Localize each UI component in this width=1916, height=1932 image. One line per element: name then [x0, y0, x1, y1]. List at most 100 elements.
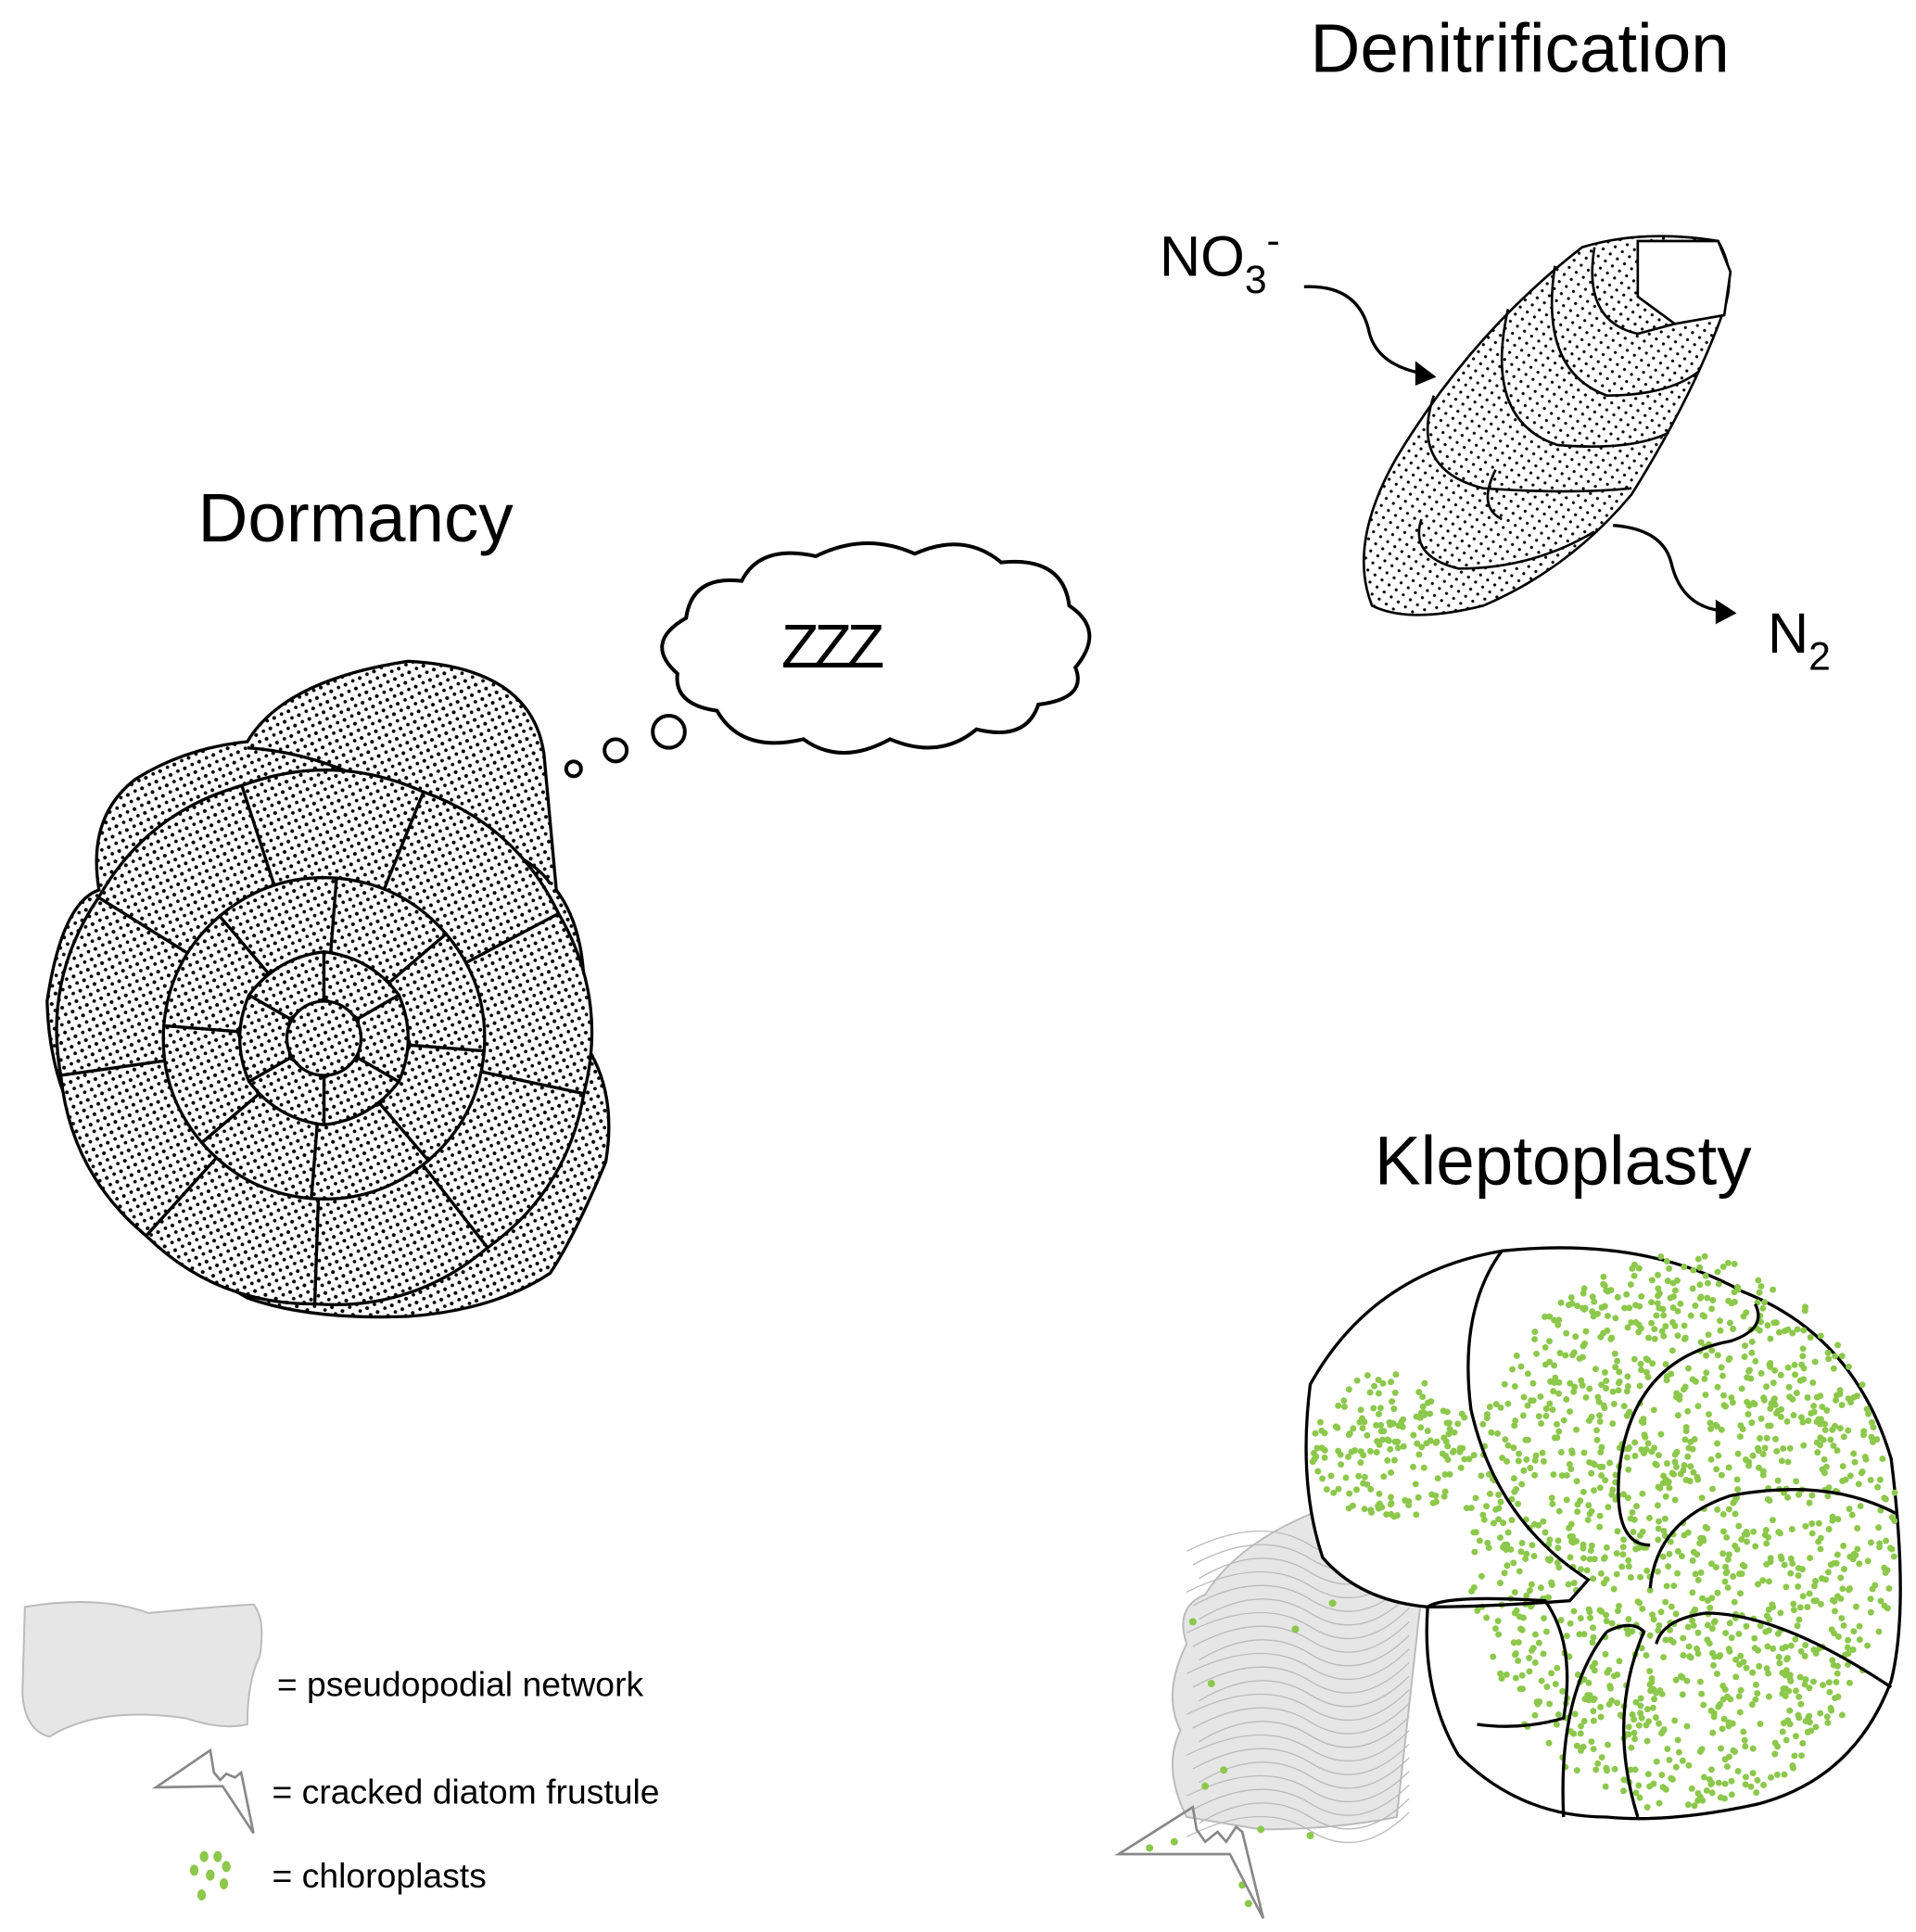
- chloroplast: [1596, 1512, 1604, 1519]
- chloroplast: [1527, 1465, 1534, 1471]
- kleptoplastic-foraminifer: [1146, 1246, 1902, 1908]
- chloroplast: [1838, 1615, 1846, 1622]
- chloroplast: [1877, 1597, 1884, 1605]
- chloroplast: [1680, 1634, 1687, 1642]
- chloroplast: [1515, 1457, 1522, 1465]
- chloroplast: [1679, 1757, 1686, 1764]
- chloroplast: [1694, 1650, 1702, 1658]
- chloroplast: [1735, 1693, 1743, 1700]
- chloroplast: [1666, 1756, 1673, 1763]
- chloroplast: [1867, 1595, 1874, 1603]
- chloroplast: [1659, 1305, 1667, 1313]
- chloroplast: [1472, 1494, 1479, 1502]
- chloroplast: [1660, 1726, 1668, 1734]
- chloroplast: [1891, 1518, 1898, 1525]
- chloroplast: [1784, 1458, 1792, 1466]
- chloroplast: [1598, 1608, 1605, 1615]
- chloroplast: [1856, 1636, 1863, 1644]
- chloroplast: [1754, 1690, 1761, 1697]
- chloroplast: [1854, 1545, 1861, 1553]
- chloroplast: [1539, 1449, 1546, 1456]
- chloroplast: [1680, 1652, 1687, 1659]
- chloroplast: [1795, 1582, 1802, 1590]
- chloroplast: [1526, 1587, 1533, 1595]
- chloroplast: [1838, 1711, 1846, 1719]
- chloroplast: [1542, 1313, 1549, 1320]
- chloroplast: [1597, 1713, 1605, 1721]
- chloroplast: [1607, 1287, 1615, 1294]
- chloroplast: [1672, 1676, 1680, 1684]
- chloroplast: [1598, 1754, 1605, 1761]
- chloroplast: [1834, 1662, 1841, 1670]
- chloroplast: [1549, 1406, 1556, 1414]
- chloroplast: [1723, 1533, 1731, 1541]
- chloroplast: [1691, 1436, 1698, 1443]
- chloroplast: [1838, 1353, 1846, 1360]
- chloroplast: [1515, 1639, 1522, 1646]
- chloroplast: [1754, 1776, 1761, 1784]
- chloroplast: [1774, 1477, 1782, 1484]
- chloroplast: [1417, 1409, 1425, 1417]
- chloroplast: [1567, 1620, 1574, 1627]
- chloroplast: [1520, 1467, 1528, 1474]
- chloroplast: [1735, 1630, 1743, 1637]
- chloroplast: [1579, 1381, 1586, 1389]
- chloroplast: [1578, 1377, 1585, 1384]
- chloroplast: [1533, 1350, 1541, 1357]
- chloroplast: [1441, 1471, 1449, 1478]
- chloroplast: [1736, 1570, 1744, 1578]
- chloroplast: [1792, 1687, 1799, 1695]
- chloroplast: [1886, 1544, 1894, 1552]
- chloroplast: [1655, 1285, 1662, 1292]
- chloroplast: [1568, 1538, 1575, 1545]
- chloroplast: [1714, 1589, 1721, 1596]
- chloroplast: [1551, 1316, 1558, 1324]
- chloroplast: [1681, 1264, 1688, 1270]
- chloroplast: [1637, 1325, 1644, 1332]
- chloroplast: [1667, 1626, 1674, 1633]
- chloroplast: [1864, 1642, 1872, 1649]
- chloroplast: [1524, 1402, 1531, 1409]
- chloroplast: [1638, 1292, 1645, 1300]
- chloroplast: [1761, 1444, 1769, 1452]
- chloroplast: [1795, 1491, 1802, 1498]
- chloroplast: [1655, 1452, 1662, 1459]
- chloroplast: [1810, 1646, 1818, 1654]
- chloroplast: [1510, 1475, 1517, 1482]
- chloroplast: [1879, 1455, 1886, 1463]
- chloroplast: [1729, 1399, 1736, 1406]
- chloroplast: [1630, 1529, 1637, 1535]
- chloroplast: [1820, 1436, 1827, 1443]
- chloroplast: [1361, 1418, 1368, 1426]
- chloroplast: [1589, 1308, 1596, 1316]
- chloroplast: [1728, 1791, 1735, 1799]
- chloroplast: [1530, 1553, 1538, 1559]
- chloroplast: [1728, 1777, 1735, 1785]
- chloroplast: [1608, 1491, 1616, 1498]
- chloroplast: [1767, 1360, 1774, 1366]
- chloroplast: [1400, 1443, 1407, 1450]
- chloroplast: [1822, 1576, 1830, 1583]
- chloroplast: [1626, 1304, 1633, 1312]
- chloroplast: [1388, 1493, 1394, 1501]
- chloroplast: [1528, 1581, 1535, 1588]
- chloroplast: [1800, 1365, 1808, 1372]
- chloroplast: [1612, 1315, 1619, 1322]
- chloroplast: [1666, 1484, 1673, 1492]
- chloroplast: [1479, 1420, 1487, 1428]
- chloroplast: [1377, 1405, 1384, 1412]
- chloroplast: [1542, 1529, 1549, 1536]
- chloroplast: [1603, 1618, 1610, 1625]
- chloroplast: [1563, 1329, 1570, 1337]
- denitrification-panel: Denitrification NO3- N2: [1160, 8, 1831, 679]
- chloroplast: [1550, 1388, 1557, 1395]
- chloroplast: [1771, 1739, 1779, 1747]
- chloroplast: [1366, 1389, 1374, 1396]
- chloroplast: [1590, 1575, 1597, 1582]
- chloroplast: [1737, 1590, 1744, 1597]
- chloroplast: [1512, 1650, 1519, 1658]
- chloroplast: [1670, 1470, 1678, 1478]
- chloroplast: [1867, 1539, 1874, 1546]
- chloroplast: [1831, 1608, 1838, 1615]
- chloroplast: [1621, 1304, 1628, 1312]
